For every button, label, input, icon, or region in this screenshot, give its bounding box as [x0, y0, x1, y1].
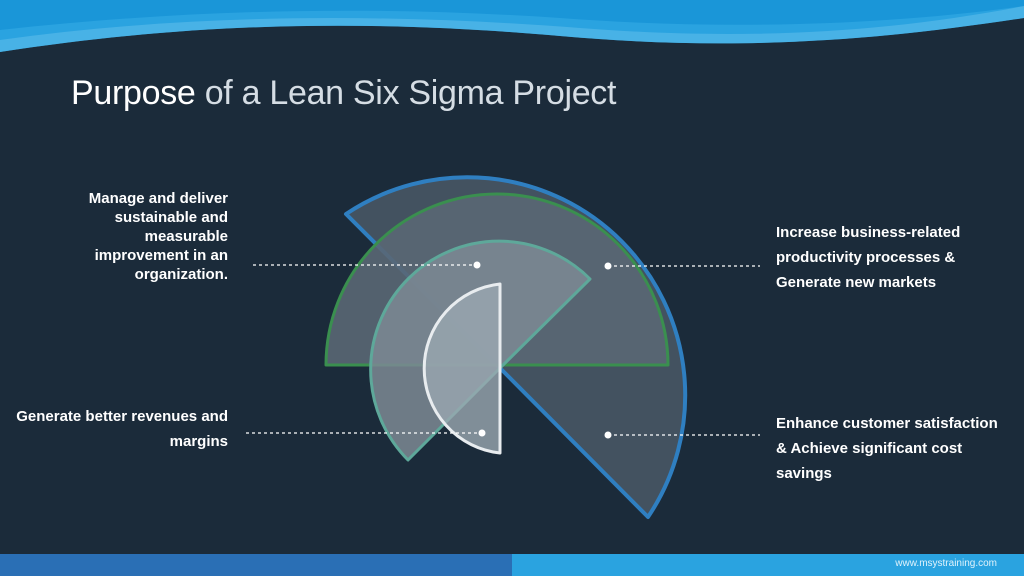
dot-bottom-left — [478, 429, 486, 437]
footer-bar-left — [0, 554, 512, 576]
title-rest: of a Lean Six Sigma Project — [195, 74, 617, 112]
label-bottom-right: Enhance customer satisfaction & Achieve … — [776, 415, 998, 482]
label-top-left: Manage and deliver sustainable and measu… — [88, 190, 228, 283]
header-wave-decoration — [0, 0, 1024, 52]
footer-url: www.msystraining.com — [895, 558, 997, 569]
core-sector — [422, 282, 502, 455]
slide-title: Purpose of a Lean Six Sigma Project — [71, 74, 616, 113]
dot-top-left — [473, 261, 481, 269]
title-accent-word: Purpose — [71, 74, 196, 112]
dot-top-right — [604, 262, 612, 270]
footer-bar-right — [512, 554, 1024, 576]
dot-bottom-right — [604, 431, 612, 439]
label-bottom-left: Generate better revenues and margins — [16, 408, 228, 450]
label-top-right: Increase business-related productivity p… — [776, 224, 961, 291]
